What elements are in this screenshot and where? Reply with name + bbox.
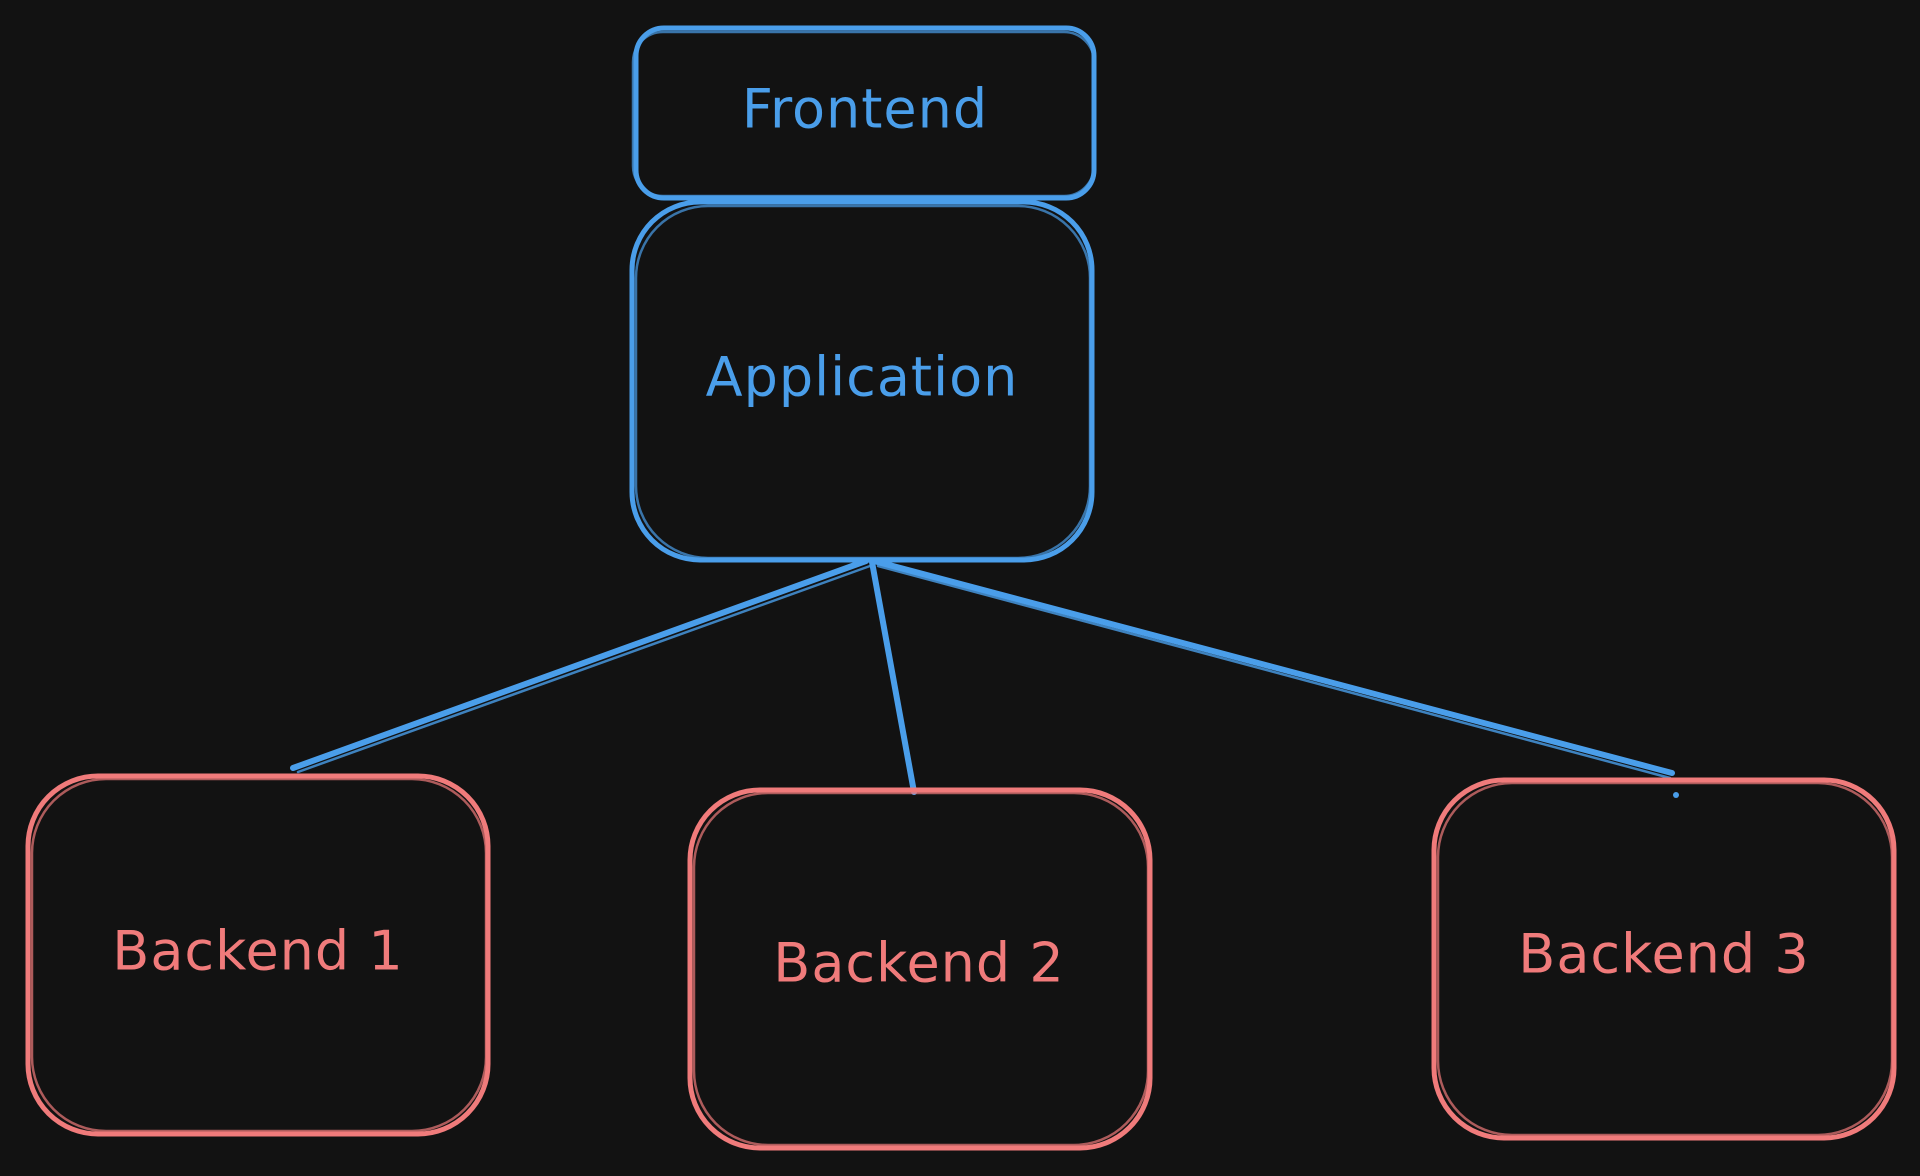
connector-application-backend-1[interactable] <box>290 558 872 774</box>
application-label: Application <box>706 346 1019 409</box>
backend-1-node[interactable]: Backend 1 <box>25 773 491 1137</box>
backend-1-label: Backend 1 <box>112 920 403 983</box>
backend-3-node[interactable]: Backend 3 <box>1431 777 1897 1141</box>
connectors <box>290 558 1679 798</box>
backend-3-label: Backend 3 <box>1518 923 1809 986</box>
connector-application-backend-2[interactable] <box>869 559 917 795</box>
frontend-node[interactable]: Frontend <box>631 25 1097 201</box>
frontend-label: Frontend <box>742 78 988 141</box>
application-node[interactable]: Application <box>629 199 1095 563</box>
connector-application-backend-3[interactable] <box>871 558 1679 798</box>
backend-2-label: Backend 2 <box>773 932 1064 995</box>
backend-2-node[interactable]: Backend 2 <box>687 787 1153 1151</box>
